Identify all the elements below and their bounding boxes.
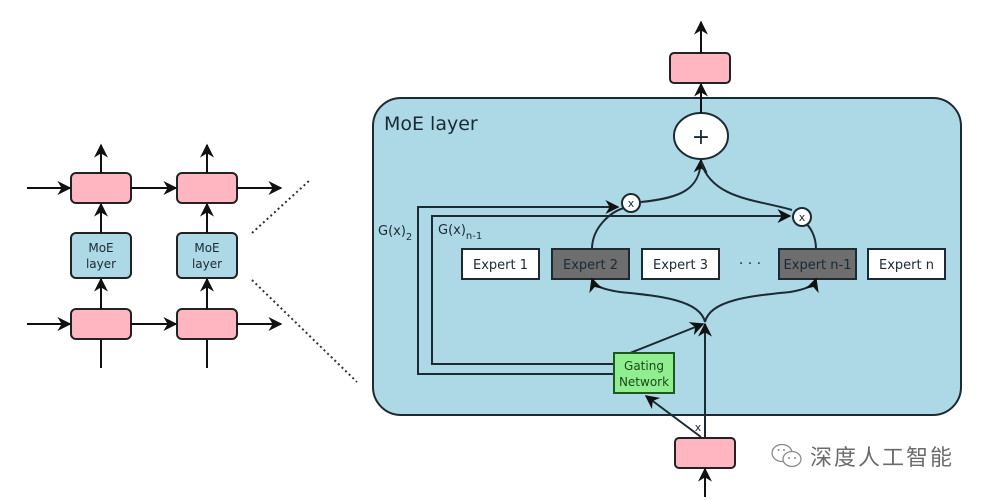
moe-block-label: MoE [88,241,113,255]
input-token-box [674,437,736,469]
gating-output [629,322,705,354]
token-box [70,172,132,204]
expert-box [867,248,946,280]
left-stack: MoE layer MoE layer [27,143,283,368]
route-to-expertn1 [704,277,819,323]
input-to-gating [644,395,702,438]
multiply-node [621,193,641,213]
experts-row: Expert 1 Expert 2 Expert 3 Expert n-1 Expert… [461,248,946,280]
moe-layer-block [176,232,238,279]
expert-box [778,248,857,280]
multiply-symbol: x [799,211,806,224]
gating-network [613,352,675,394]
gate-line-gn1 [431,209,792,365]
sum-symbol: + [692,125,710,150]
expert2-output [591,207,625,250]
moe-layer-block [70,232,132,279]
expert-box [641,248,720,280]
gating-label: Gating [624,359,664,373]
mult-to-sum [700,161,793,211]
zoom-guide-line [251,179,311,234]
multiply-node [792,207,812,227]
gate-label-g2: G(x)2 [378,224,412,243]
input-label: x [695,421,702,434]
moe-layer-title: MoE layer [384,113,478,135]
expert-label: Expert 1 [473,258,528,273]
output-token-box [669,52,731,84]
gate-line-g2 [417,200,620,375]
token-box [176,172,238,204]
expert-label: Expert n [879,258,934,273]
experts-ellipsis: · · · [739,256,761,272]
expert-box [551,248,630,280]
expert-label: Expert n-1 [784,258,852,273]
mult-to-sum [640,158,708,203]
gating-label: Network [619,375,669,389]
gate-label-gn1: G(x)n-1 [438,223,482,242]
multiply-symbol: x [628,197,635,210]
token-box [176,308,238,340]
token-box [70,308,132,340]
wechat-icon [771,443,802,468]
expert-box [461,248,540,280]
moe-block-label: layer [192,257,222,271]
expert-label: Expert 2 [563,258,618,273]
moe-block-label: MoE [194,241,219,255]
watermark-text: 深度人工智能 [810,446,955,471]
zoom-guide-line [251,279,358,383]
moe-block-label: layer [86,257,116,271]
watermark: 深度人工智能 [770,440,954,472]
expert-label: Expert 3 [653,258,708,273]
route-to-expert2 [589,277,706,323]
